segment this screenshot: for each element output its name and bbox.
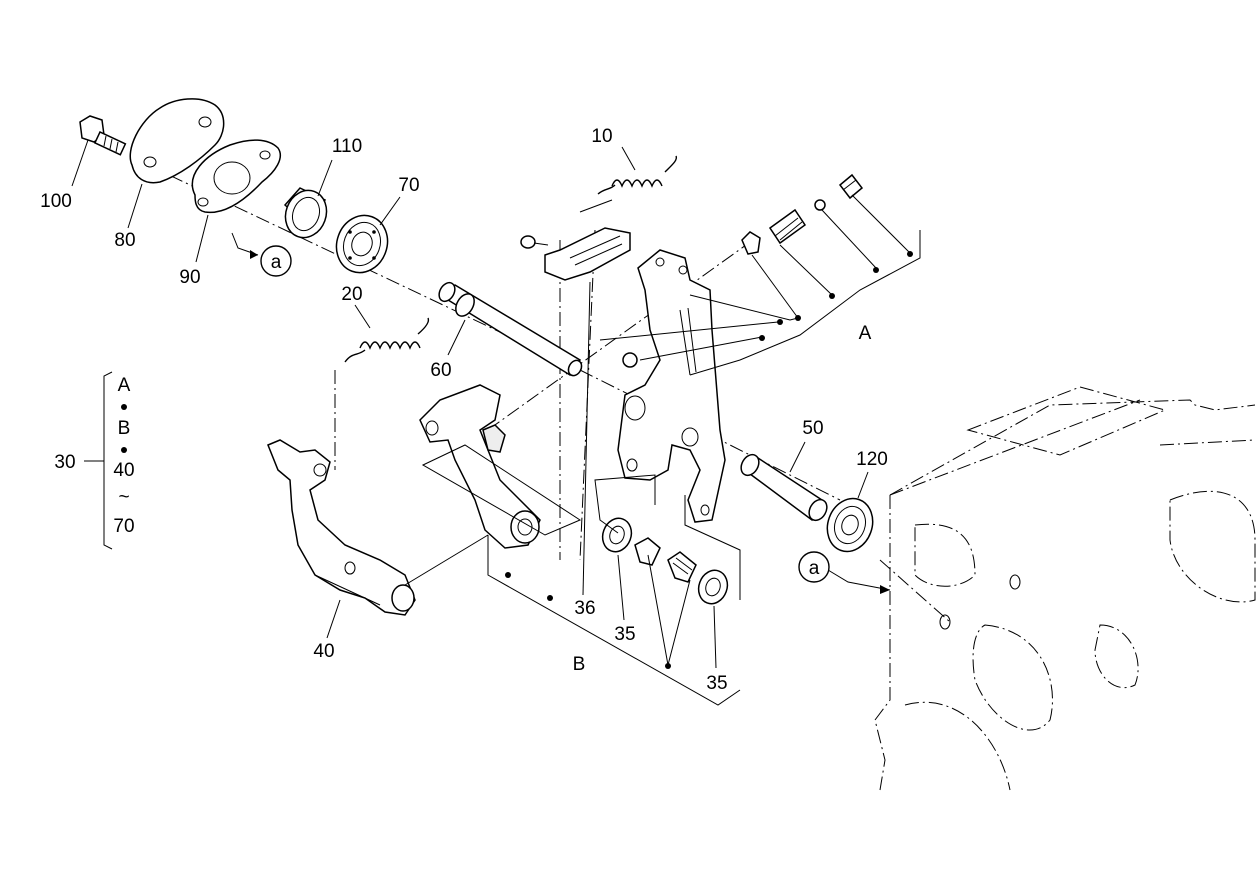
support-plate xyxy=(617,249,726,523)
label-110: 110 xyxy=(332,136,362,157)
sleeve-50 xyxy=(740,453,828,522)
callout-a-left: a xyxy=(260,245,292,277)
spring-20 xyxy=(344,317,430,363)
kit-item-b: B xyxy=(118,418,131,439)
kit-item-70: 70 xyxy=(113,516,134,537)
bushing-110 xyxy=(283,187,328,239)
part-labels: 100 80 90 110 70 20 60 10 50 120 36 35 3… xyxy=(40,126,888,694)
engine-block xyxy=(874,386,1256,791)
label-60: 60 xyxy=(430,360,451,381)
cover-plate-80 xyxy=(129,98,225,184)
label-70: 70 xyxy=(398,175,419,196)
label-35-left: 35 xyxy=(614,624,635,645)
label-50: 50 xyxy=(802,418,823,439)
shaft-60 xyxy=(438,281,583,377)
callout-a-right-label: a xyxy=(809,558,820,579)
spring-10 xyxy=(597,155,678,195)
label-group-a: A xyxy=(859,323,872,344)
kit-item-40: 40 xyxy=(113,460,134,481)
label-36: 36 xyxy=(574,598,595,619)
label-90: 90 xyxy=(179,267,200,288)
bearing-120 xyxy=(826,497,874,553)
label-group-b: B xyxy=(573,654,586,675)
fork-lever-40 xyxy=(267,439,416,616)
leader-lines xyxy=(71,139,921,706)
callout-a-right: a xyxy=(798,551,830,583)
group-a-parts xyxy=(622,173,864,368)
label-20: 20 xyxy=(341,284,362,305)
label-40: 40 xyxy=(313,641,334,662)
label-120: 120 xyxy=(856,449,888,470)
callout-a-left-label: a xyxy=(271,252,282,273)
lever-assembly xyxy=(419,384,582,549)
label-30: 30 xyxy=(54,452,75,473)
label-35-right: 35 xyxy=(706,673,727,694)
bearing-70 xyxy=(335,214,389,274)
bolt-100 xyxy=(79,115,127,156)
label-100: 100 xyxy=(40,191,72,212)
label-10: 10 xyxy=(591,126,612,147)
label-80: 80 xyxy=(114,230,135,251)
kit-30-list: A B 40 ~ 70 xyxy=(113,375,134,537)
bracket-36 xyxy=(520,227,631,281)
gasket-90 xyxy=(191,139,282,214)
group-dots xyxy=(121,251,913,669)
axis-lines xyxy=(147,164,951,623)
kit-item-a: A xyxy=(118,375,131,396)
kit-item-range: ~ xyxy=(118,487,129,508)
